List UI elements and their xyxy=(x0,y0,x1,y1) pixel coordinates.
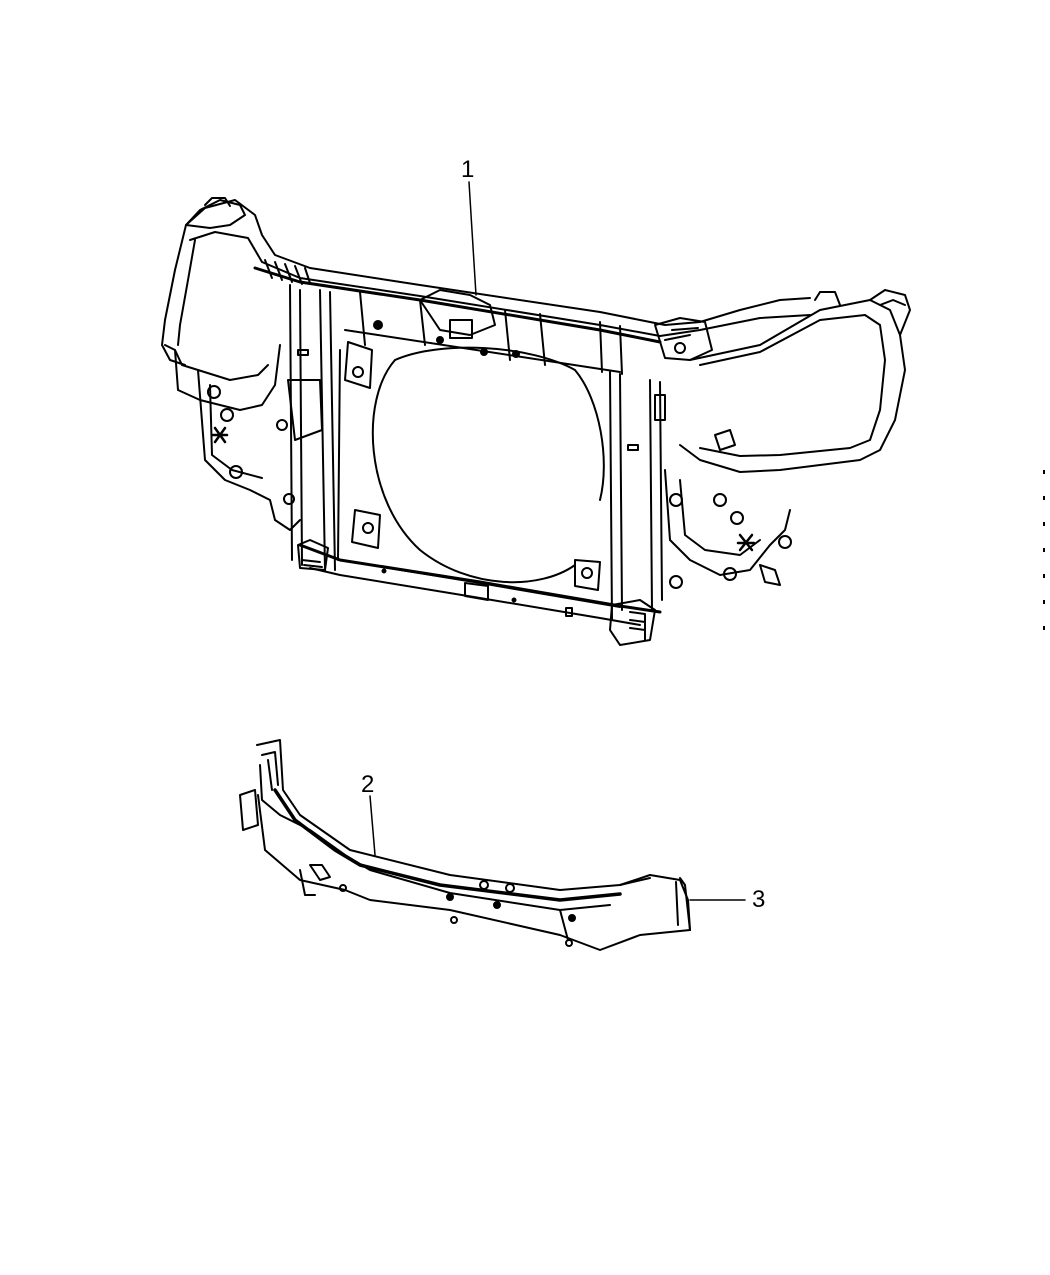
callout-2-number: 2 xyxy=(361,771,375,798)
callout-3-number: 3 xyxy=(752,886,766,913)
lower-crossmember-part xyxy=(239,739,691,951)
radiator-support-part xyxy=(161,197,911,646)
edge-reference-marks xyxy=(1042,470,1046,650)
callout-1-leader xyxy=(468,181,477,296)
callout-2-leader xyxy=(369,795,376,856)
callout-1-number: 1 xyxy=(461,156,475,183)
